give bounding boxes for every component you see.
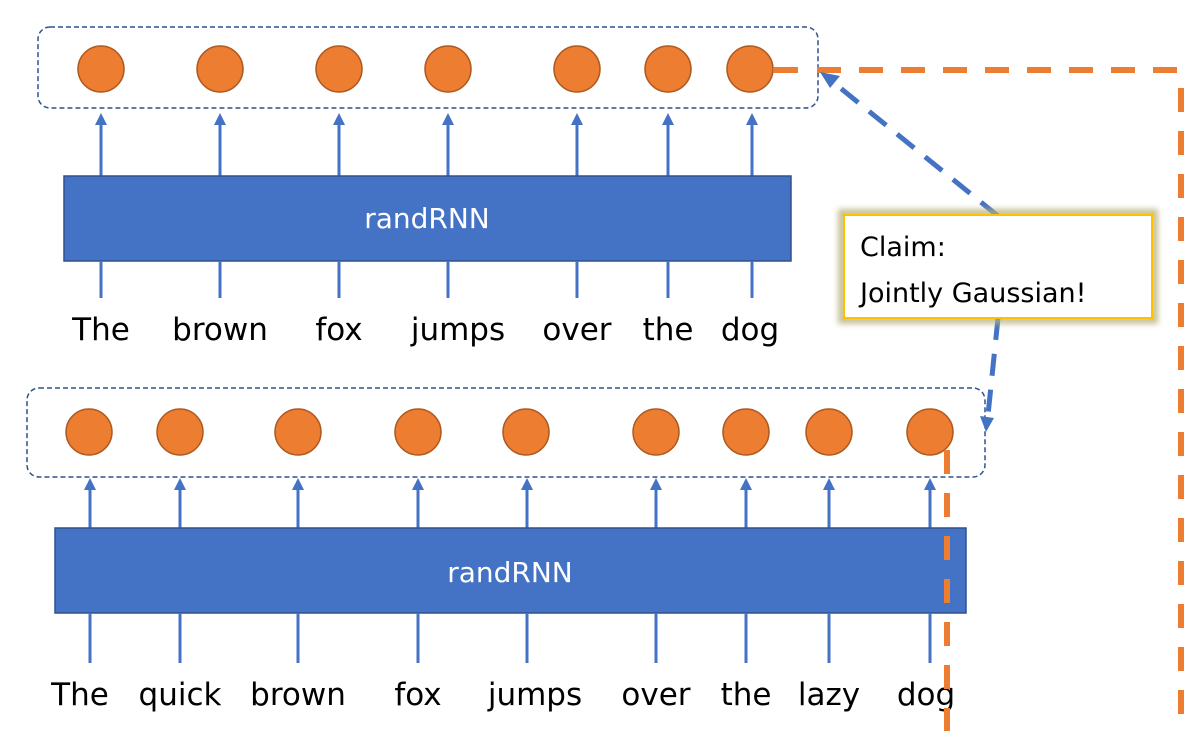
arrow-up-icon <box>292 478 304 490</box>
bottom-input-lines <box>88 613 932 663</box>
bottom-rnn-block[interactable] <box>54 527 967 614</box>
top-hidden-node <box>315 45 363 93</box>
bottom-hidden-group <box>26 387 986 478</box>
arrow-up-icon <box>333 113 345 125</box>
arrow-up-icon <box>442 113 454 125</box>
bottom-hidden-node <box>156 408 204 456</box>
top-rnn-block[interactable] <box>63 175 792 262</box>
top-hidden-node <box>424 45 472 93</box>
arrow-up-icon <box>412 478 424 490</box>
top-word: jumps <box>410 312 505 348</box>
bottom-hidden-node <box>805 408 853 456</box>
bottom-word: The <box>50 677 109 713</box>
top-hidden-node <box>644 45 692 93</box>
pointer-top-arrowhead-icon <box>820 72 840 88</box>
bottom-word: over <box>621 677 690 713</box>
arrow-up-icon <box>521 478 533 490</box>
arrow-up-icon <box>662 113 674 125</box>
top-word: dog <box>721 312 779 348</box>
callout-pointers <box>820 72 1001 432</box>
claim-callout: Claim: Jointly Gaussian! <box>838 209 1158 324</box>
top-output-arrows <box>95 113 758 176</box>
top-hidden-node <box>196 45 244 93</box>
claim-line-1: Claim: <box>860 232 946 263</box>
bottom-word: jumps <box>487 677 582 713</box>
top-hidden-nodes <box>77 45 774 93</box>
top-hidden-node <box>553 45 601 93</box>
bottom-hidden-node <box>502 408 550 456</box>
bottom-hidden-node <box>722 408 770 456</box>
arrow-up-icon <box>823 478 835 490</box>
arrow-up-icon <box>214 113 226 125</box>
bottom-word: lazy <box>798 677 860 713</box>
claim-box <box>843 214 1153 319</box>
arrow-up-icon <box>84 478 96 490</box>
bottom-output-arrows <box>84 478 936 528</box>
top-word: The <box>71 312 130 348</box>
bottom-hidden-nodes <box>65 408 954 456</box>
arrow-up-icon <box>924 478 936 490</box>
orange-dashed-connector <box>773 67 1184 731</box>
top-word: over <box>542 312 611 348</box>
bottom-hidden-node <box>65 408 113 456</box>
pointer-bottom-arrowhead-icon <box>980 416 994 432</box>
arrow-up-icon <box>95 113 107 125</box>
top-word: the <box>643 312 694 348</box>
bottom-hidden-node <box>394 408 442 456</box>
bottom-word: brown <box>250 677 346 713</box>
top-input-lines <box>99 261 754 298</box>
top-rnn-label: randRNN <box>364 202 490 235</box>
bottom-word: quick <box>139 677 222 713</box>
claim-line-2: Jointly Gaussian! <box>858 278 1086 309</box>
top-hidden-node <box>726 45 774 93</box>
top-word: fox <box>315 312 362 348</box>
top-word: brown <box>172 312 268 348</box>
arrow-up-icon <box>650 478 662 490</box>
pointer-to-top-group <box>826 76 1000 218</box>
bottom-hidden-node <box>632 408 680 456</box>
pointer-to-bottom-group <box>985 317 1001 416</box>
bottom-word: fox <box>394 677 441 713</box>
bottom-rnn-label: randRNN <box>447 556 573 589</box>
bottom-hidden-node <box>906 408 954 456</box>
arrow-up-icon <box>746 113 758 125</box>
arrow-up-icon <box>174 478 186 490</box>
bottom-hidden-node <box>274 408 322 456</box>
arrow-up-icon <box>571 113 583 125</box>
arrow-up-icon <box>740 478 752 490</box>
bottom-word: the <box>721 677 772 713</box>
top-hidden-node <box>77 45 125 93</box>
